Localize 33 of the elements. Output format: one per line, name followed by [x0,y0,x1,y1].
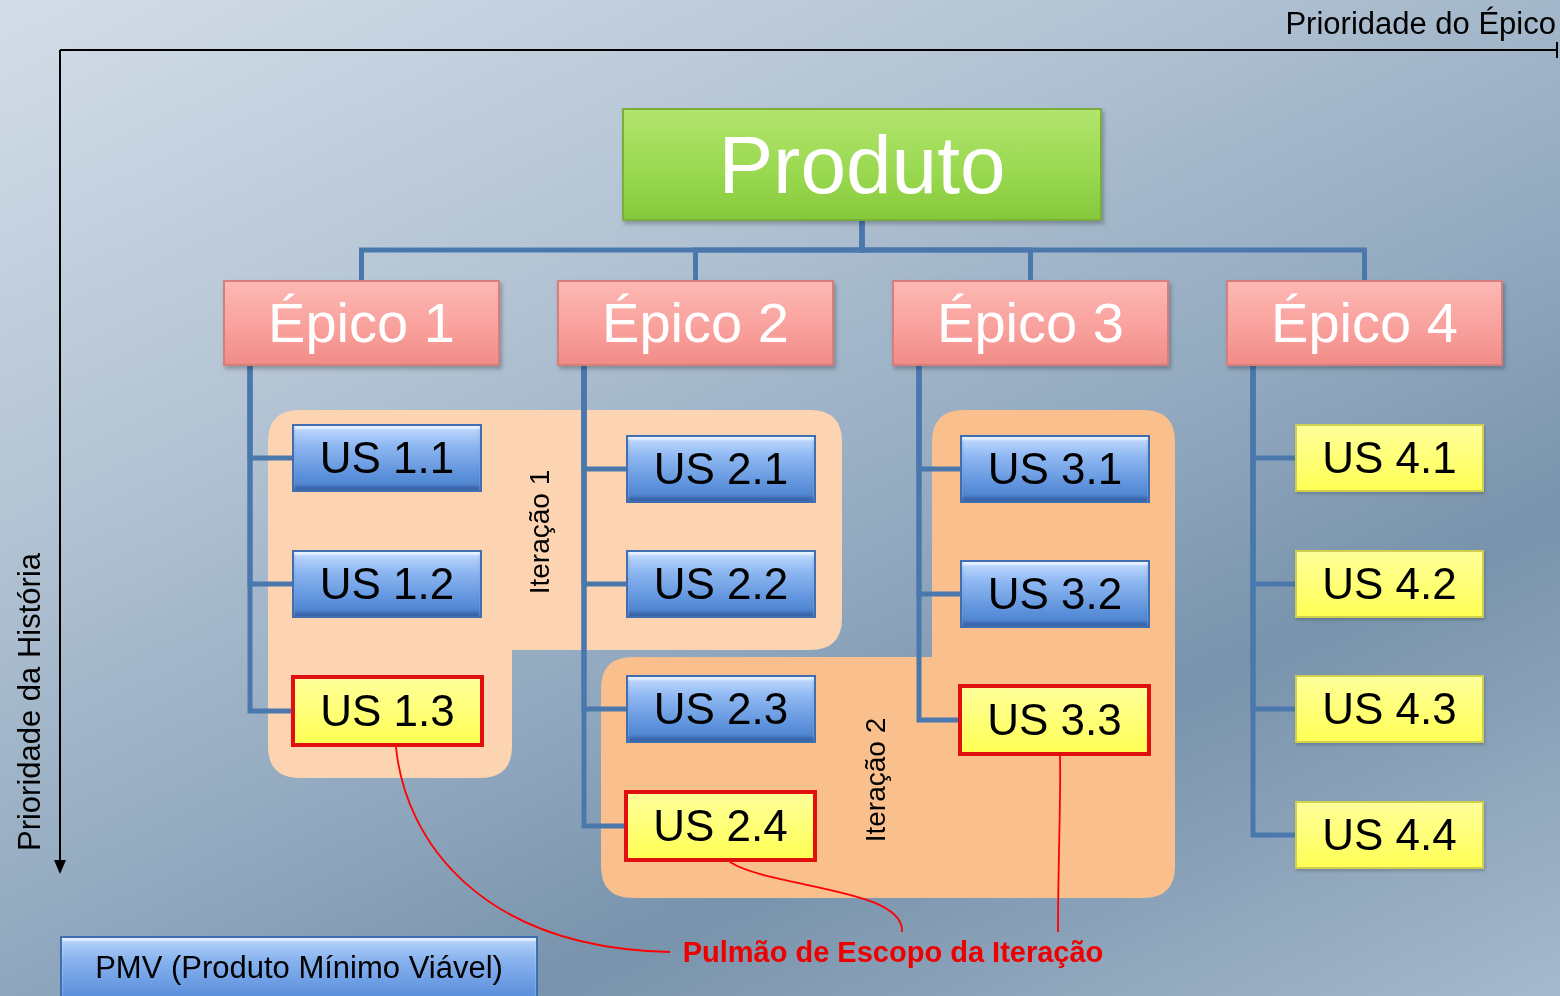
story-box: US 2.3 [626,675,816,743]
epic-box: Épico 3 [892,280,1169,366]
epic-box: Épico 2 [557,280,834,366]
axis-label: Prioridade da História [12,552,48,852]
leader-line [395,746,671,953]
iteration-label: Iteração 2 [860,717,892,843]
story-box: US 3.1 [960,435,1150,503]
connector-line [916,366,958,723]
buffer-story-box: US 1.3 [291,675,484,747]
iteration-label: Iteração 1 [524,469,556,595]
epic-box: Épico 1 [223,280,500,366]
connector-line [859,221,1367,280]
mvp-box: PMV (Produto Mínimo Viável) [60,936,538,996]
product-box: Produto [622,108,1102,221]
leader-line [1057,755,1062,933]
connector-line [247,366,291,714]
story-box: US 2.1 [626,435,816,503]
story-box: US 3.2 [960,560,1150,628]
story-box: US 4.4 [1295,801,1484,869]
story-box: US 4.2 [1295,550,1484,618]
story-box: US 2.2 [626,550,816,618]
connector-line [581,366,624,829]
epic-box: Épico 4 [1226,280,1503,366]
story-box: US 4.3 [1295,675,1484,743]
story-box: US 1.1 [292,424,482,492]
story-box: US 1.2 [292,550,482,618]
story-box: US 4.1 [1295,424,1484,492]
callout-text: Pulmão de Escopo da Iteração [670,932,1116,972]
axis-label: Prioridade do Épico [1285,6,1556,42]
buffer-story-box: US 3.3 [958,684,1151,756]
connector-line [1250,366,1295,838]
leader-line [729,861,903,933]
buffer-story-box: US 2.4 [624,790,817,862]
